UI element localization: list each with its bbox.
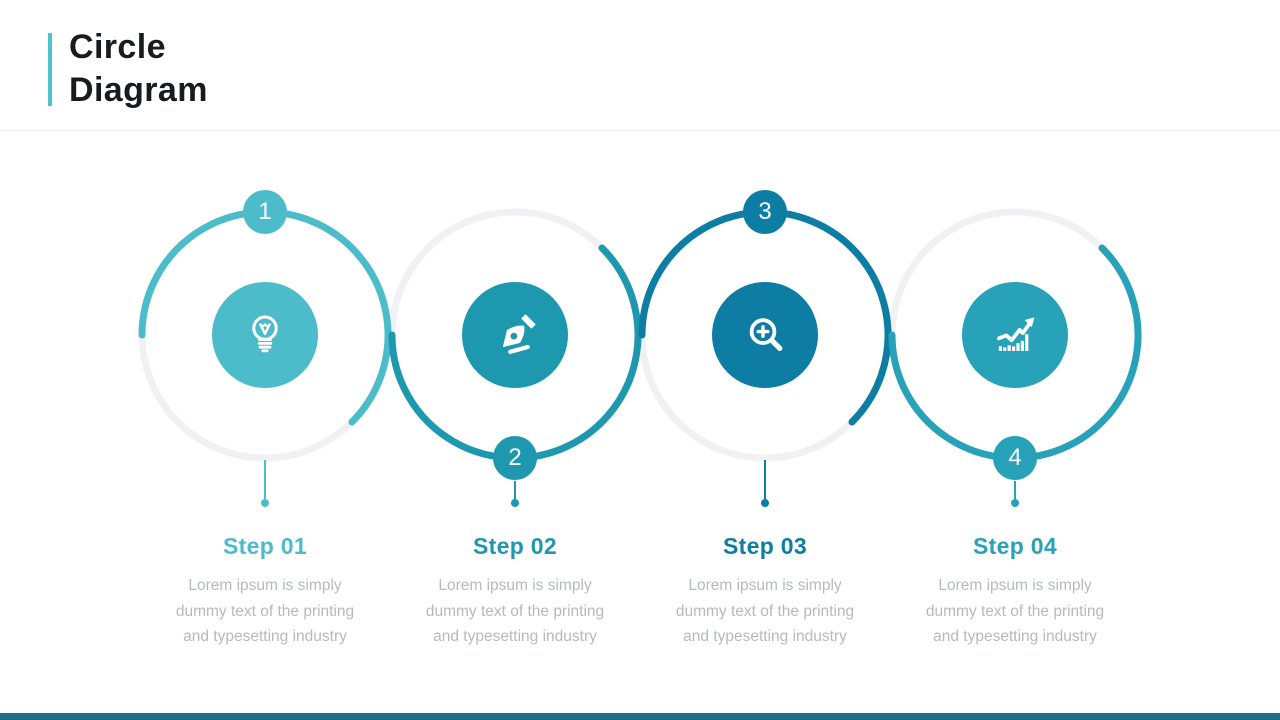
step-label: Step 03 (723, 533, 807, 559)
step-number-badge: 2 (493, 436, 537, 480)
connector-dot (511, 499, 519, 507)
step-description-line: dummy text of the printing (425, 602, 605, 620)
connector-dot (261, 499, 269, 507)
step-number: 1 (258, 198, 272, 225)
step-description-line: and typesetting industry (683, 628, 847, 645)
page-title-line2: Diagram (69, 71, 208, 109)
header-divider (0, 130, 1280, 131)
page-title: Circle Diagram (69, 26, 208, 112)
pen-nib-icon (502, 314, 536, 354)
step-text-block: Step 03 Lorem ipsum is simply dummy text… (640, 533, 890, 650)
icon-circle-step-2 (462, 282, 568, 388)
connector-line (264, 460, 266, 499)
step-description-line: Lorem ipsum is simply (938, 577, 1092, 594)
step-label: Step 04 (973, 533, 1057, 559)
step-description-line: and typesetting industry (433, 628, 597, 645)
step-description-line: Lorem ipsum is simply (688, 577, 842, 594)
step-description: Lorem ipsum is simply dummy text of the … (640, 573, 890, 650)
icon-circle-step-1 (212, 282, 318, 388)
step-number-badge: 1 (243, 190, 287, 234)
growth-chart-icon (996, 317, 1035, 351)
step-description-line: dummy text of the printing (675, 602, 855, 620)
step-description-line: Lorem ipsum is simply (438, 577, 592, 594)
step-description-line: dummy text of the printing (175, 602, 355, 620)
ring-arc-1 (138, 208, 392, 426)
step-number: 2 (508, 444, 522, 471)
step-label: Step 02 (473, 533, 557, 559)
ring-arc-2 (388, 244, 642, 462)
step-description-line: dummy text of the printing (925, 602, 1105, 620)
step-description-line: and typesetting industry (183, 628, 347, 645)
footer-bar (0, 713, 1280, 720)
connector-line (514, 481, 516, 499)
connector-dot (761, 499, 769, 507)
page-title-line1: Circle (69, 28, 166, 66)
step-number-badge: 4 (993, 436, 1037, 480)
step-description-line: Lorem ipsum is simply (188, 577, 342, 594)
step-text-block: Step 01 Lorem ipsum is simply dummy text… (140, 533, 390, 650)
step-number: 3 (758, 198, 772, 225)
step-description: Lorem ipsum is simply dummy text of the … (140, 573, 390, 650)
step-description-line: and typesetting industry (933, 628, 1097, 645)
step-text-block: Step 04 Lorem ipsum is simply dummy text… (890, 533, 1140, 650)
step-number: 4 (1008, 444, 1022, 471)
ring-arc-3 (638, 208, 892, 426)
connector-dot (1011, 499, 1019, 507)
icon-circle-step-4 (962, 282, 1068, 388)
lightbulb-icon (252, 315, 278, 353)
step-description: Lorem ipsum is simply dummy text of the … (390, 573, 640, 650)
title-accent-bar (48, 33, 52, 106)
ring-arc-4 (888, 244, 1142, 462)
magnifier-plus-icon (749, 318, 783, 351)
step-label: Step 01 (223, 533, 307, 559)
connector-line (1014, 481, 1016, 499)
step-number-badge: 3 (743, 190, 787, 234)
step-text-block: Step 02 Lorem ipsum is simply dummy text… (390, 533, 640, 650)
step-description: Lorem ipsum is simply dummy text of the … (890, 573, 1140, 650)
connector-line (764, 460, 766, 499)
icon-circle-step-3 (712, 282, 818, 388)
